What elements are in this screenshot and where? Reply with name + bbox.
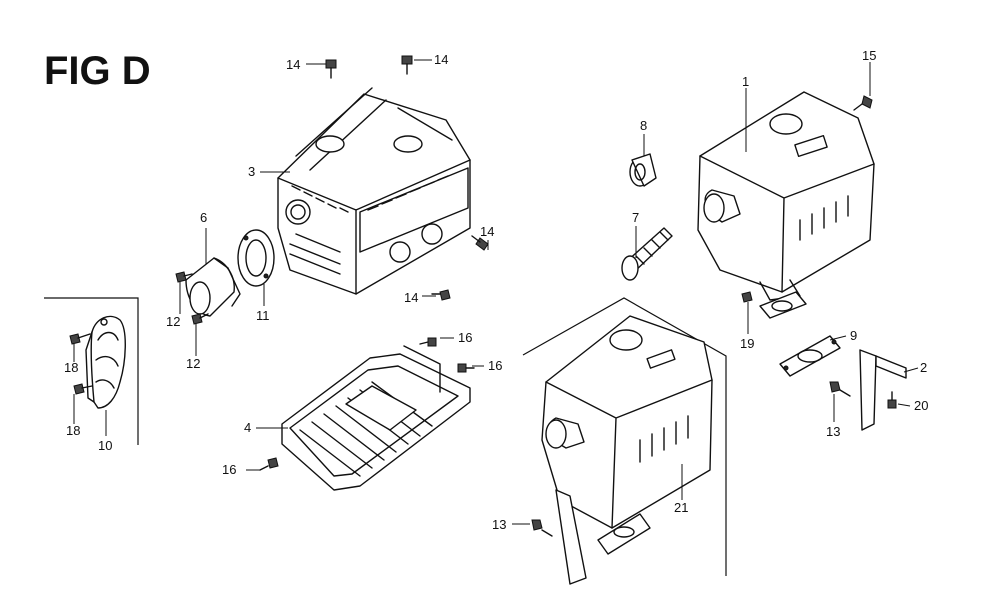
muffler-cover-part bbox=[277, 87, 471, 295]
muffler-part bbox=[697, 91, 875, 301]
muffler-bracket-part bbox=[859, 349, 907, 431]
callout-1: 1 bbox=[742, 74, 749, 89]
tailpipe-cap-part bbox=[629, 153, 657, 187]
callout-19: 19 bbox=[740, 336, 754, 351]
callout-labels: 14 14 3 6 11 12 12 14 14 18 18 10 8 7 1 … bbox=[64, 48, 928, 532]
callout-14: 14 bbox=[404, 290, 418, 305]
muffler-gasket-part bbox=[759, 291, 807, 319]
screw-18-upper bbox=[69, 333, 91, 345]
callout-11: 11 bbox=[256, 308, 270, 323]
cover-vent-slots bbox=[289, 175, 449, 275]
callout-2: 2 bbox=[920, 360, 927, 375]
bolt-15 bbox=[853, 95, 873, 111]
bolt-13-bottom bbox=[531, 519, 553, 537]
callout-6: 6 bbox=[200, 210, 207, 225]
callout-12: 12 bbox=[186, 356, 200, 371]
callout-13: 13 bbox=[492, 517, 506, 532]
bolt-20 bbox=[887, 391, 897, 409]
callout-12: 12 bbox=[166, 314, 180, 329]
callout-16: 16 bbox=[222, 462, 236, 477]
screw-12-upper bbox=[175, 271, 193, 283]
callout-18: 18 bbox=[64, 360, 78, 375]
bolt-16-lower bbox=[259, 457, 279, 471]
spark-arrester-part bbox=[621, 227, 673, 281]
exhaust-gasket-part bbox=[779, 335, 841, 377]
callout-14: 14 bbox=[480, 224, 494, 239]
inset-frame-left bbox=[44, 297, 139, 445]
nut-19 bbox=[741, 291, 753, 303]
callout-13: 13 bbox=[826, 424, 840, 439]
gasket-ring-part bbox=[237, 229, 275, 287]
inset-frame-right bbox=[522, 297, 727, 576]
leader-lines bbox=[73, 59, 919, 525]
bolt-16-middle bbox=[457, 363, 475, 373]
callout-16: 16 bbox=[458, 330, 472, 345]
callout-4: 4 bbox=[244, 420, 251, 435]
callout-3: 3 bbox=[248, 164, 255, 179]
callout-15: 15 bbox=[862, 48, 876, 63]
heat-shield-part bbox=[85, 315, 126, 409]
callout-20: 20 bbox=[914, 398, 928, 413]
callout-14: 14 bbox=[286, 57, 300, 72]
screw-18-lower bbox=[73, 383, 93, 395]
bolt-14-right-lower bbox=[431, 289, 451, 301]
figure-title: FIG D bbox=[44, 49, 151, 93]
muffler-assembly-part bbox=[541, 315, 713, 585]
screw-12-lower bbox=[191, 313, 209, 325]
callout-14: 14 bbox=[434, 52, 448, 67]
callout-18: 18 bbox=[66, 423, 80, 438]
callout-10: 10 bbox=[98, 438, 112, 453]
callout-7: 7 bbox=[632, 210, 639, 225]
bolt-14-top-right bbox=[401, 55, 413, 75]
bolt-14-right-upper bbox=[471, 235, 489, 251]
callout-16: 16 bbox=[488, 358, 502, 373]
bolt-13-right bbox=[829, 381, 851, 397]
callout-8: 8 bbox=[640, 118, 647, 133]
bolt-16-upper bbox=[419, 337, 437, 347]
callout-9: 9 bbox=[850, 328, 857, 343]
exhaust-deflector-part bbox=[185, 257, 241, 317]
callout-21: 21 bbox=[674, 500, 688, 515]
bolt-14-top-left bbox=[325, 59, 337, 79]
muffler-protector-part bbox=[281, 345, 471, 491]
